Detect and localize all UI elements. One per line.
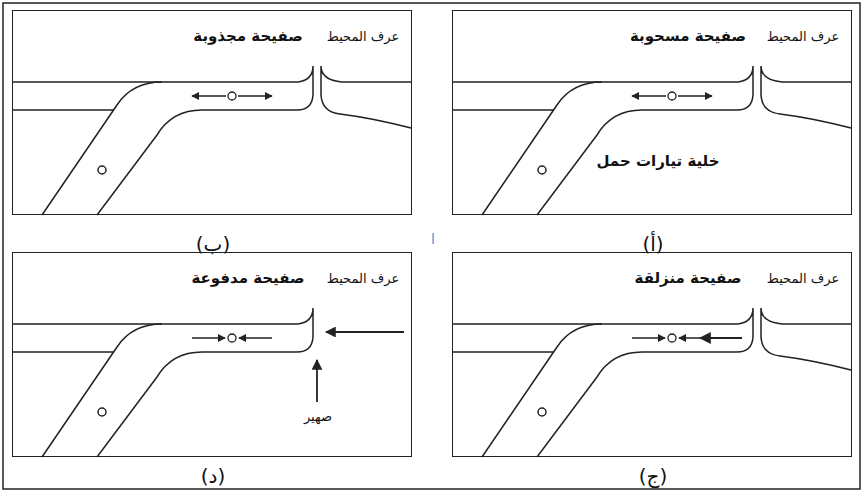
ridge-label: عرف المحيط <box>327 271 399 287</box>
panel-letter: (ج) <box>639 464 668 488</box>
diagram-panel: صفيحة مدفوعةعرف المحيطصهير(د) <box>12 252 412 457</box>
plate-name: صفيحة منزلقة <box>635 269 742 287</box>
plate-name: صفيحة مسحوبة <box>630 27 746 45</box>
diagram-panel: صفيحة منزلقةعرف المحيط(ج) <box>452 252 852 457</box>
diagram-panel: صفيحة مسحوبةعرف المحيطخلية تيارات حمل(أ) <box>452 10 852 215</box>
ridge-label: عرف المحيط <box>327 29 399 45</box>
diagram-panel: صفيحة مجذوبةعرف المحيط(ب) <box>12 10 412 215</box>
ridge-label: عرف المحيط <box>767 29 839 45</box>
convection-label: خلية تيارات حمل <box>596 152 719 170</box>
plate-name: صفيحة مجذوبة <box>193 27 302 45</box>
panel-letter: (د) <box>201 464 226 488</box>
plate-name: صفيحة مدفوعة <box>191 269 304 287</box>
stray-mark: ا <box>431 231 435 248</box>
magma-label: صهير <box>304 409 332 425</box>
ridge-label: عرف المحيط <box>767 271 839 287</box>
